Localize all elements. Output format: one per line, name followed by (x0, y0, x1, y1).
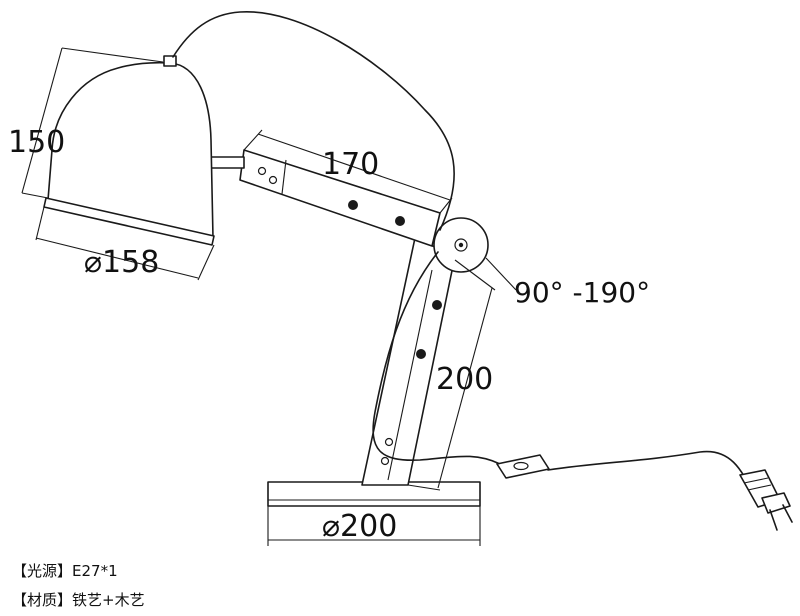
power-cord (172, 11, 753, 493)
spec-light-source: 【光源】E27*1 (12, 562, 118, 580)
lamp-base (267, 481, 481, 507)
label-arm-length: 170 (322, 147, 379, 182)
lamp-shade (43, 55, 215, 246)
label-shade-diameter: ⌀158 (84, 245, 159, 280)
joint-knob (433, 217, 489, 273)
label-upright-length: 200 (436, 362, 493, 397)
lamp-arm (239, 149, 441, 247)
spec-material: 【材质】铁艺+木艺 (12, 591, 145, 609)
dimension-base-diameter (267, 506, 481, 546)
power-plug (739, 469, 793, 531)
dimension-upright-length (407, 259, 496, 491)
dimension-arm-length (243, 129, 453, 214)
dimension-shade-height (21, 47, 164, 199)
label-shade-height: 150 (8, 125, 65, 160)
cord-switch (496, 454, 550, 479)
dimension-angle (485, 257, 517, 291)
dimension-shade-diameter (35, 206, 215, 281)
label-base-diameter: ⌀200 (322, 509, 397, 544)
label-angle-range: 90° -190° (514, 276, 650, 309)
